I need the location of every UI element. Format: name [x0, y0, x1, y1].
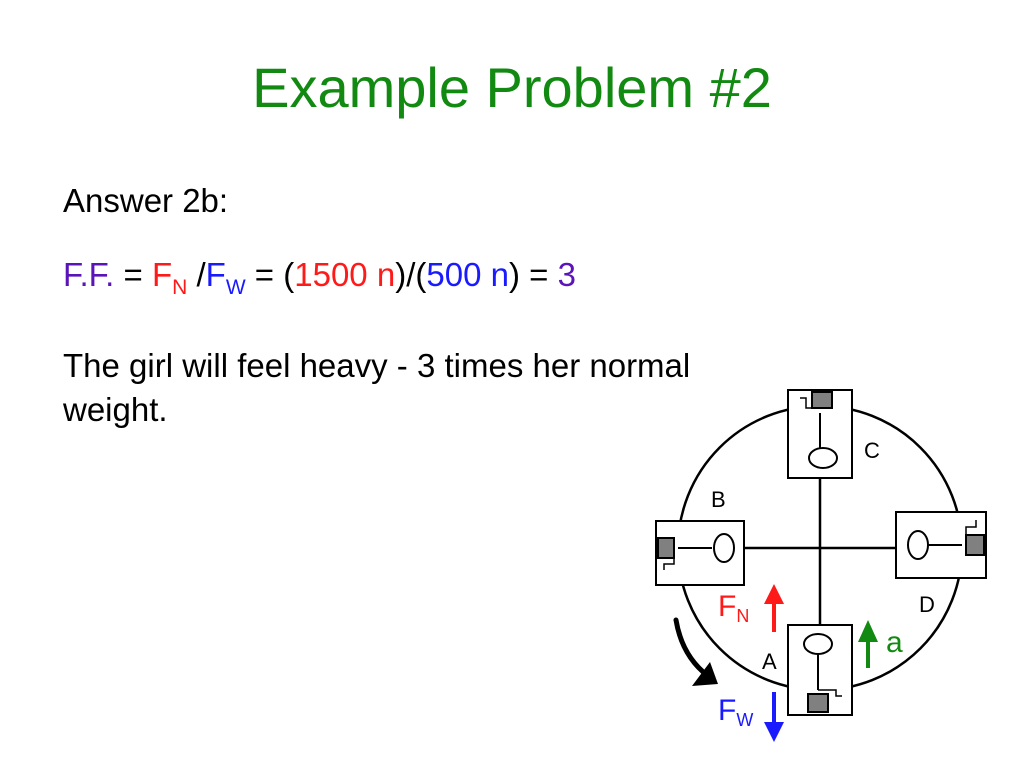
- eq-equals-1: =: [114, 256, 152, 293]
- normal-force-label: FN: [718, 590, 749, 626]
- weight-arrow: [764, 692, 784, 742]
- eq-fw: FW: [205, 256, 246, 298]
- eq-num-value: 1500: [294, 256, 368, 293]
- slide-title: Example Problem #2: [252, 56, 772, 119]
- force-factor-equation: F.F. = FN /FW = (1500 n)/(500 n) = 3: [63, 258, 576, 298]
- normal-force-arrow: [764, 584, 784, 632]
- weight-label: FW: [718, 694, 753, 730]
- eq-fw-sub: W: [225, 276, 246, 299]
- eq-mid: )/(: [395, 256, 427, 293]
- rotation-direction-arrow: [673, 617, 718, 686]
- eq-slash: /: [187, 256, 206, 293]
- label-d: D: [919, 592, 935, 617]
- eq-fn: FN: [151, 256, 187, 298]
- car-c: [787, 389, 853, 479]
- eq-den-value: 500: [426, 256, 482, 293]
- eq-fn-base: F: [151, 256, 173, 293]
- eq-fw-base: F: [205, 256, 226, 293]
- label-a: A: [762, 649, 777, 674]
- conclusion-text: The girl will feel heavy - 3 times her n…: [63, 347, 691, 428]
- eq-num-unit: n: [376, 256, 396, 293]
- eq-den-unit: n: [490, 256, 509, 293]
- eq-result: 3: [557, 256, 576, 293]
- label-c: C: [864, 438, 880, 463]
- acceleration-arrow: [858, 620, 878, 668]
- ferris-wheel-diagram: C B D A FN a FW: [655, 389, 987, 742]
- car-d: [895, 511, 987, 579]
- eq-denominator: 500 n: [426, 256, 509, 293]
- acceleration-label: a: [886, 626, 903, 659]
- eq-numerator: 1500 n: [294, 256, 395, 293]
- eq-fn-sub: N: [172, 276, 188, 299]
- answer-heading: Answer 2b:: [63, 182, 229, 219]
- eq-equals-2: = (: [245, 256, 295, 293]
- car-a: [787, 624, 853, 716]
- car-b: [655, 520, 745, 586]
- eq-equals-3: ) =: [508, 256, 558, 293]
- eq-lhs: F.F.: [63, 256, 115, 293]
- label-b: B: [711, 487, 726, 512]
